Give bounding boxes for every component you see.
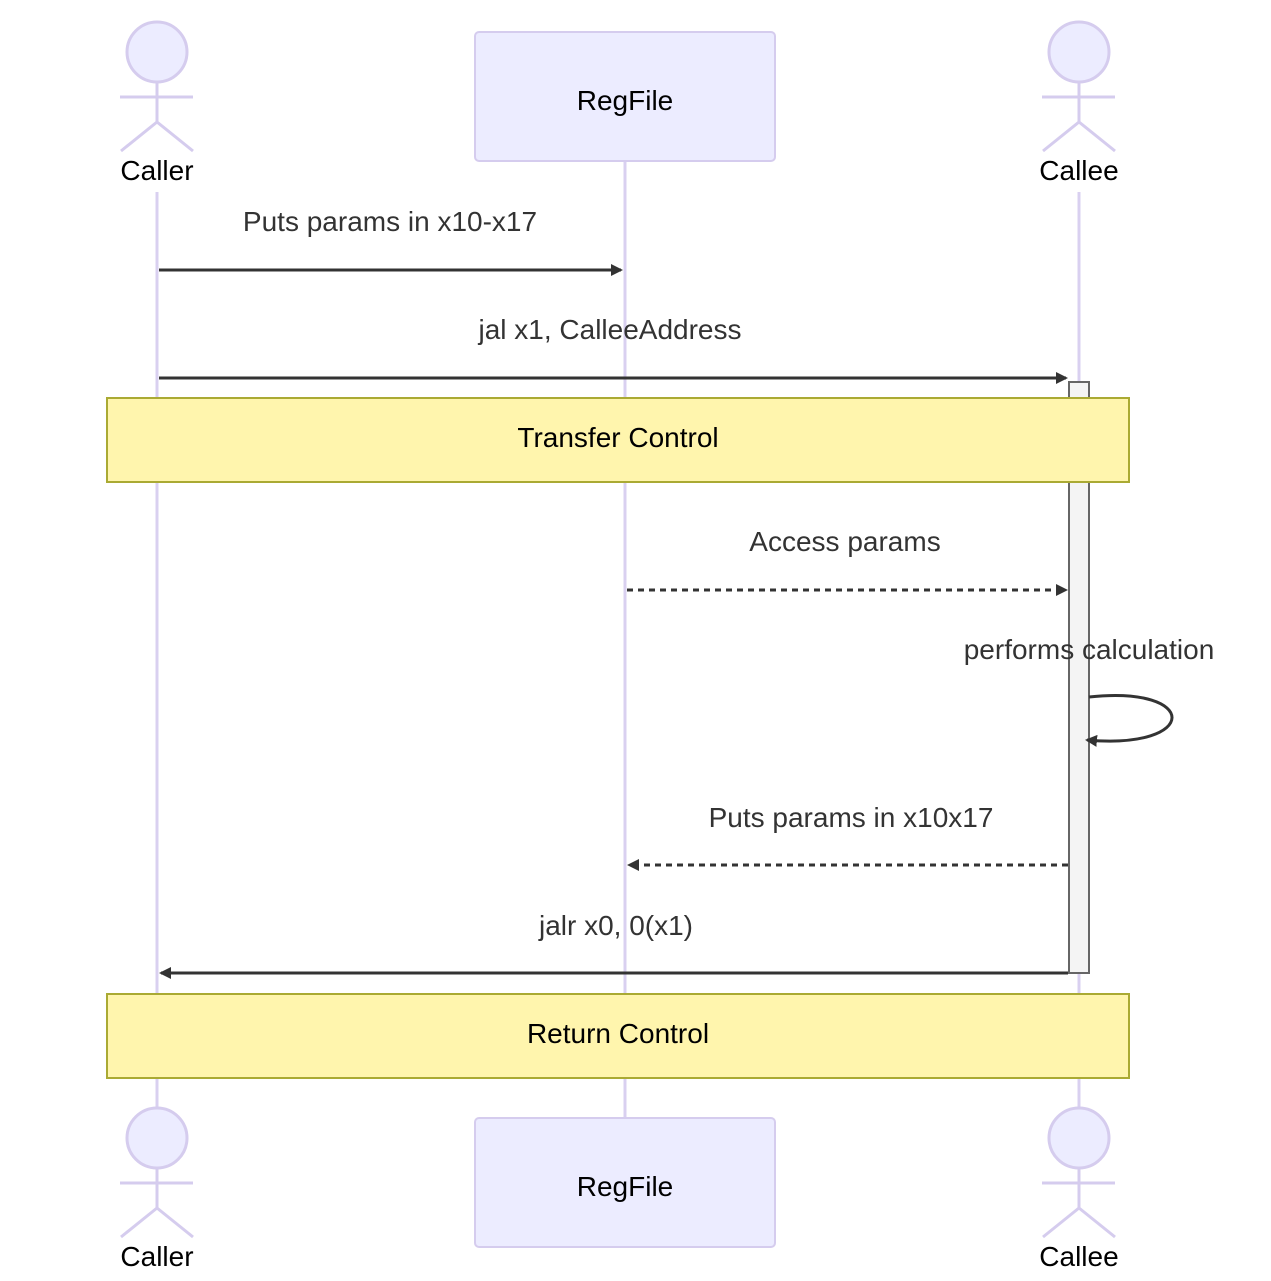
message-label: jalr x0, 0(x1): [538, 910, 693, 941]
participant-box: [474, 1117, 776, 1248]
note-label: Transfer Control: [517, 422, 718, 453]
actor-leg-right: [1078, 1206, 1116, 1239]
actor-caller-top: Caller: [120, 20, 194, 186]
actor-leg-right: [1078, 120, 1116, 153]
participant-regfile-bottom: RegFile: [474, 1117, 776, 1248]
actor-label: Callee: [1039, 155, 1118, 186]
activation-bar-callee: [1068, 381, 1090, 974]
actor-leg-left: [1042, 1206, 1080, 1239]
actor-leg-left: [120, 1206, 158, 1239]
participant-box: [474, 31, 776, 162]
self-message-arrow: [1085, 694, 1174, 747]
actor-leg-right: [156, 120, 194, 153]
actor-head: [1047, 1106, 1111, 1170]
actor-label: Caller: [120, 1241, 193, 1272]
note-transfer-control: [106, 397, 1130, 483]
actor-caller-bottom: Caller: [120, 1106, 194, 1272]
message-label: Puts params in x10x17: [709, 802, 994, 833]
actor-head: [125, 20, 189, 84]
actor-label: Callee: [1039, 1241, 1118, 1272]
message-label: Puts params in x10-x17: [243, 206, 537, 237]
participant-label: RegFile: [577, 85, 673, 116]
participant-label: RegFile: [577, 1171, 673, 1202]
actor-head: [1047, 20, 1111, 84]
actor-leg-left: [120, 120, 158, 153]
note-return-control: [106, 993, 1130, 1079]
message-label: performs calculation: [964, 634, 1215, 665]
actor-callee-top: Callee: [1039, 20, 1119, 186]
actor-leg-right: [156, 1206, 194, 1239]
actor-callee-bottom: Callee: [1039, 1106, 1119, 1272]
message-label: Access params: [749, 526, 940, 557]
participant-regfile-top: RegFile: [474, 31, 776, 162]
actor-leg-left: [1042, 120, 1080, 153]
actor-label: Caller: [120, 155, 193, 186]
actor-head: [125, 1106, 189, 1170]
note-label: Return Control: [527, 1018, 709, 1049]
message-label: jal x1, CalleeAddress: [477, 314, 741, 345]
